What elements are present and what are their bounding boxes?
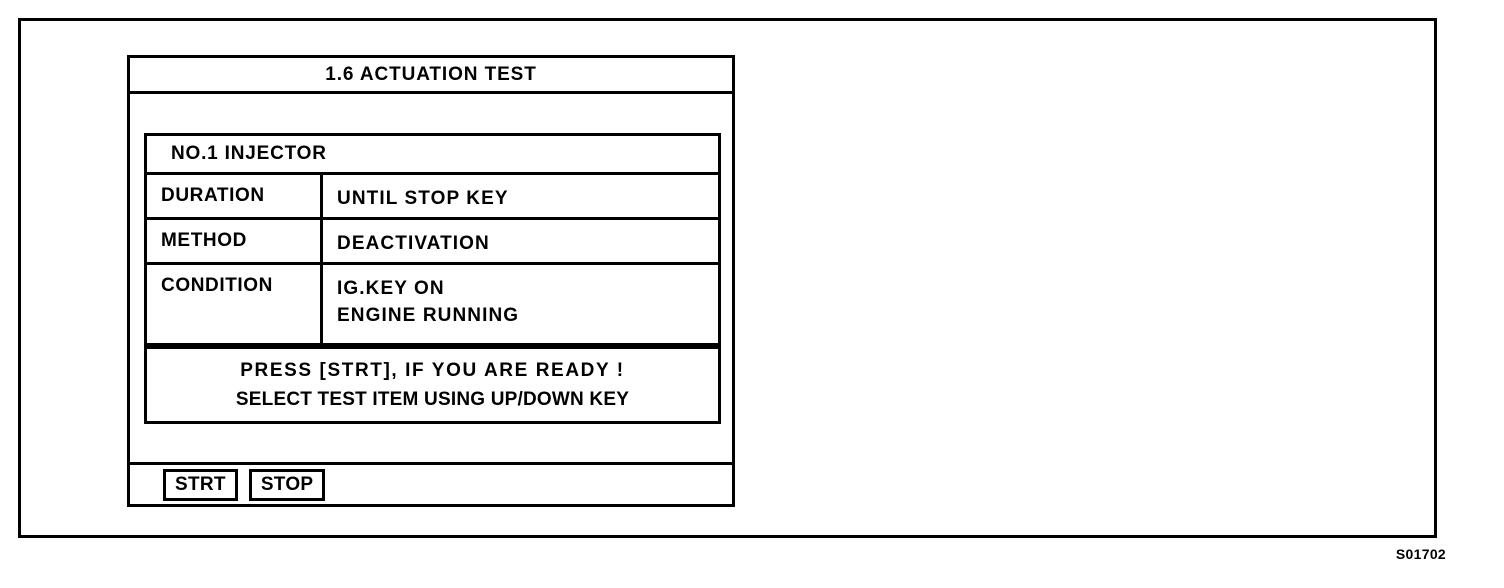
row-label-duration: DURATION — [147, 175, 323, 217]
test-item-name: NO.1 INJECTOR — [171, 143, 327, 164]
prompt-message-line-1: PRESS [STRT], IF YOU ARE READY ! — [240, 360, 625, 381]
row-value-text-line-1: IG.KEY ON — [337, 278, 445, 299]
screen-title-bar: 1.6 ACTUATION TEST — [130, 58, 732, 94]
prompt-message-box: PRESS [STRT], IF YOU ARE READY ! SELECT … — [144, 346, 721, 424]
row-value-text: DEACTIVATION — [337, 233, 490, 254]
row-label-text: CONDITION — [161, 275, 274, 296]
page-title: 1.6 ACTUATION TEST — [325, 63, 537, 85]
row-label-condition: CONDITION — [147, 265, 323, 343]
row-value-duration: UNTIL STOP KEY — [323, 175, 718, 217]
table-row: METHOD DEACTIVATION — [147, 217, 718, 262]
strt-button-label: STRT — [175, 474, 226, 495]
row-value-text: UNTIL STOP KEY — [337, 188, 509, 209]
row-label-text: METHOD — [161, 230, 247, 251]
softkey-bar: STRT STOP — [130, 462, 732, 504]
screen-body: NO.1 INJECTOR DURATION UNTIL STOP KEY ME… — [130, 94, 732, 462]
row-label-method: METHOD — [147, 220, 323, 262]
table-row-test-item: NO.1 INJECTOR — [147, 136, 718, 172]
row-value-text-line-2: ENGINE RUNNING — [337, 305, 520, 326]
scan-tool-device-panel: 1.6 ACTUATION TEST NO.1 INJECTOR DURATIO… — [127, 55, 735, 507]
stop-button-label: STOP — [260, 474, 314, 495]
table-row: DURATION UNTIL STOP KEY — [147, 172, 718, 217]
stop-button[interactable]: STOP — [248, 468, 326, 501]
prompt-message-line-2: SELECT TEST ITEM USING UP/DOWN KEY — [235, 389, 630, 410]
actuation-test-parameter-table: NO.1 INJECTOR DURATION UNTIL STOP KEY ME… — [144, 133, 721, 346]
row-value-condition: IG.KEY ON ENGINE RUNNING — [323, 265, 718, 343]
row-value-method: DEACTIVATION — [323, 220, 718, 262]
table-row: CONDITION IG.KEY ON ENGINE RUNNING — [147, 262, 718, 343]
figure-reference-id: S01702 — [1395, 546, 1446, 562]
row-label-text: DURATION — [161, 185, 265, 206]
figure-frame: 1.6 ACTUATION TEST NO.1 INJECTOR DURATIO… — [18, 18, 1437, 538]
strt-button[interactable]: STRT — [163, 468, 238, 501]
